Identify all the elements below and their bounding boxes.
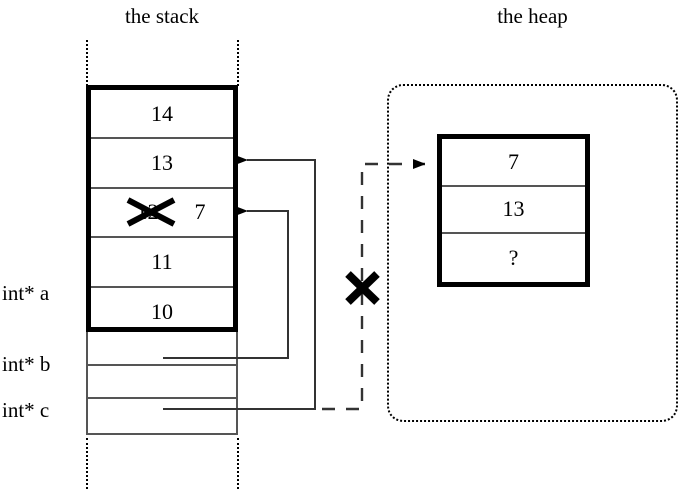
stack-cell-2-old-value: 12	[136, 198, 159, 224]
heap-cell-2-value: ?	[508, 244, 519, 270]
stack-cell-1: 13	[91, 139, 233, 189]
stack-cell-0-value: 14	[151, 100, 173, 126]
invalidated-link-cross-icon	[345, 271, 380, 305]
stack-cell-2: 12 7	[91, 189, 233, 239]
heap-cell-0: 7	[442, 139, 585, 187]
stack-cell-2-new-value: 7	[194, 199, 206, 225]
stack-rail-right-top	[237, 40, 239, 86]
heap-region-title: the heap	[497, 4, 568, 28]
variable-label-b: int* b	[2, 352, 51, 376]
stack-cell-1-value: 13	[151, 150, 173, 176]
stack-cell-4: 10	[91, 288, 233, 337]
stack-cell-2-struck-group: 12	[126, 197, 175, 228]
stack-cell-4-value: 10	[151, 299, 173, 325]
stack-rail-left-bottom	[86, 438, 88, 489]
stack-cell-3: 11	[91, 238, 233, 288]
pointer-cell-b	[88, 366, 236, 400]
stack-region-title: the stack	[124, 4, 200, 28]
heap-cell-1: 13	[442, 187, 585, 235]
heap-block: 7 13 ?	[437, 134, 590, 287]
heap-cell-2: ?	[442, 234, 585, 282]
stack-array: 14 13 12 7 11 10	[86, 85, 238, 332]
stack-rail-right-bottom	[237, 438, 239, 489]
stack-rail-left-top	[86, 40, 88, 86]
stack-pointer-variable-box	[86, 332, 238, 435]
variable-label-c: int* c	[2, 398, 50, 422]
stack-cell-0: 14	[91, 90, 233, 140]
heap-cell-1-value: 13	[502, 196, 525, 222]
pointer-cell-c	[88, 399, 236, 433]
heap-cell-0-value: 7	[508, 148, 519, 174]
variable-label-a: int* a	[2, 281, 50, 305]
pointer-cell-a	[88, 332, 236, 366]
stack-cell-3-value: 11	[151, 248, 173, 274]
